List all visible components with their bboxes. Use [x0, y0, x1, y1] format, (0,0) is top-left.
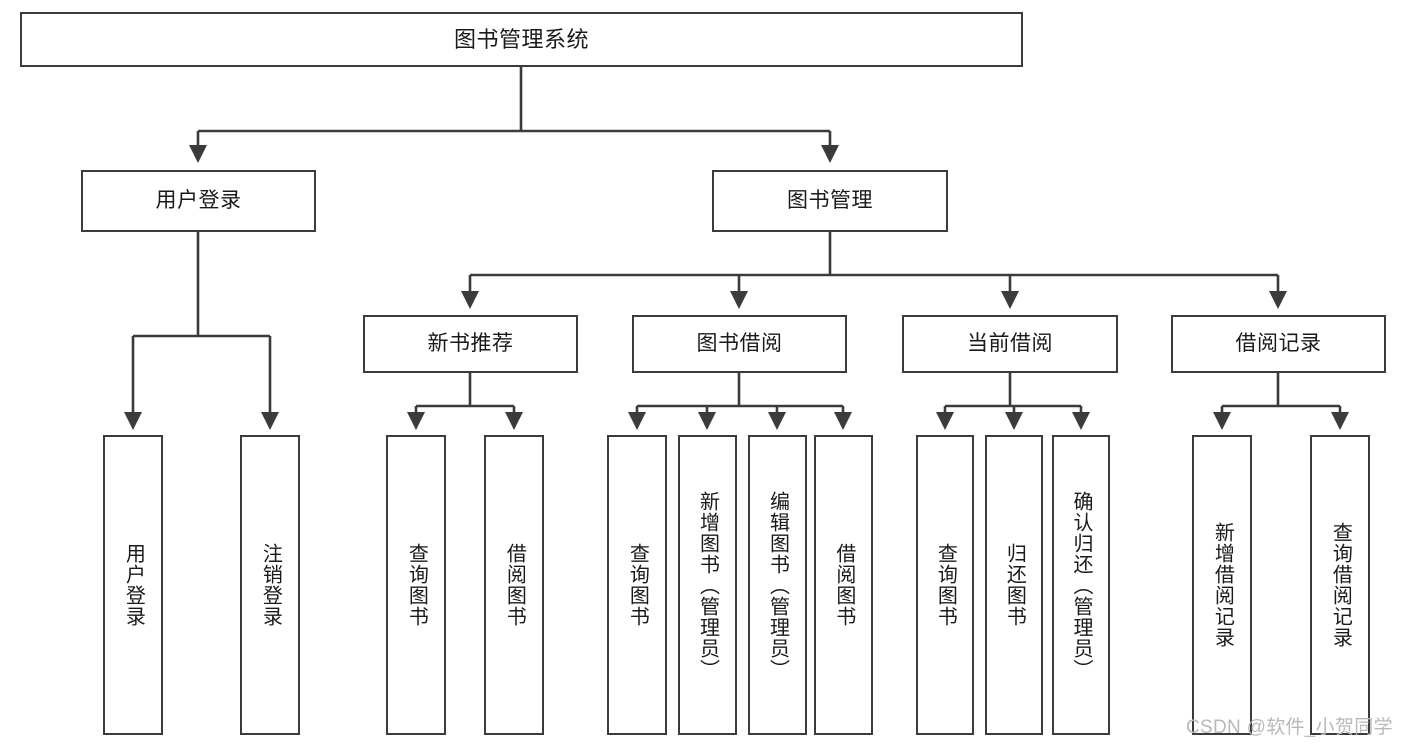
- csdn-watermark: CSDN @软件_小贺同学: [1186, 717, 1393, 738]
- leaf-logout[interactable]: 注销登录: [240, 435, 300, 735]
- node-current-borrow-label: 当前借阅: [967, 331, 1053, 355]
- leaf-borrow-book-label: 借阅图书: [832, 543, 855, 627]
- leaf-confirm-return-admin[interactable]: 确认归还（管理员）: [1052, 435, 1110, 735]
- leaf-query-borrow-record[interactable]: 查询借阅记录: [1310, 435, 1370, 735]
- leaf-query-book-recommend-label: 查询图书: [405, 543, 428, 627]
- leaf-query-book-borrow-label: 查询图书: [626, 543, 649, 627]
- leaf-return-book[interactable]: 归还图书: [985, 435, 1043, 735]
- leaf-edit-book-admin[interactable]: 编辑图书（管理员）: [748, 435, 807, 735]
- leaf-user-login[interactable]: 用户登录: [103, 435, 163, 735]
- node-root[interactable]: 图书管理系统: [20, 12, 1023, 67]
- leaf-query-borrow-record-label: 查询借阅记录: [1329, 522, 1352, 648]
- leaf-add-borrow-record[interactable]: 新增借阅记录: [1192, 435, 1252, 735]
- node-user-login[interactable]: 用户登录: [81, 170, 316, 232]
- node-book-management[interactable]: 图书管理: [712, 170, 948, 232]
- leaf-borrow-book[interactable]: 借阅图书: [814, 435, 873, 735]
- leaf-return-book-label: 归还图书: [1003, 543, 1026, 627]
- node-new-book-recommend[interactable]: 新书推荐: [363, 315, 578, 373]
- node-current-borrow[interactable]: 当前借阅: [902, 315, 1118, 373]
- leaf-borrow-book-recommend[interactable]: 借阅图书: [484, 435, 544, 735]
- node-borrow-record[interactable]: 借阅记录: [1171, 315, 1386, 373]
- leaf-edit-book-admin-label: 编辑图书（管理员）: [766, 490, 789, 680]
- node-new-book-recommend-label: 新书推荐: [427, 331, 514, 355]
- node-user-login-label: 用户登录: [155, 188, 242, 212]
- leaf-confirm-return-admin-label: 确认归还（管理员）: [1070, 490, 1092, 680]
- node-book-management-label: 图书管理: [787, 188, 873, 212]
- node-borrow-record-label: 借阅记录: [1235, 331, 1322, 355]
- leaf-borrow-book-recommend-label: 借阅图书: [503, 543, 526, 627]
- leaf-query-book-borrow[interactable]: 查询图书: [607, 435, 667, 735]
- leaf-add-book-admin[interactable]: 新增图书（管理员）: [678, 435, 737, 735]
- node-book-borrow[interactable]: 图书借阅: [632, 315, 847, 373]
- node-root-label: 图书管理系统: [453, 26, 589, 52]
- leaf-logout-label: 注销登录: [259, 543, 282, 627]
- leaf-user-login-label: 用户登录: [122, 543, 145, 627]
- node-book-borrow-label: 图书借阅: [696, 331, 783, 355]
- leaf-add-book-admin-label: 新增图书（管理员）: [696, 490, 719, 680]
- leaf-query-book-current-label: 查询图书: [934, 543, 957, 627]
- leaf-query-book-current[interactable]: 查询图书: [916, 435, 974, 735]
- leaf-query-book-recommend[interactable]: 查询图书: [386, 435, 446, 735]
- leaf-add-borrow-record-label: 新增借阅记录: [1211, 522, 1234, 648]
